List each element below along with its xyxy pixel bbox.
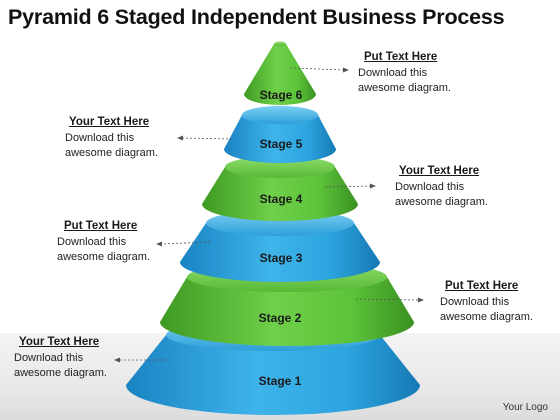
stage-6-label: Stage 6	[260, 88, 303, 102]
callout-heading: Put Text Here	[64, 220, 138, 232]
callout-text-line-2: awesome diagram.	[440, 311, 533, 323]
connector-stage-5	[180, 137, 233, 140]
callout-stage-2: Put Text Here Download this awesome diag…	[440, 279, 560, 325]
stage-4-segment: Stage 4	[202, 156, 358, 221]
callout-text-line-1: Download this	[57, 236, 127, 248]
logo-placeholder: Your Logo	[502, 402, 548, 413]
stage-5-label: Stage 5	[260, 137, 303, 151]
callout-heading: Put Text Here	[364, 51, 438, 63]
stage-6-segment: Stage 6	[244, 41, 316, 105]
connector-stage-3	[159, 241, 211, 245]
callout-stage-1: Your Text Here Download this awesome dia…	[14, 335, 184, 381]
connector-stage-2	[355, 298, 421, 301]
callout-text-line-2: awesome diagram.	[57, 251, 150, 263]
callout-stage-6: Put Text Here Download this awesome diag…	[358, 50, 528, 96]
callout-heading: Your Text Here	[69, 116, 150, 128]
stage-3-label: Stage 3	[260, 251, 303, 265]
page-title: Pyramid 6 Staged Independent Business Pr…	[8, 5, 505, 29]
callout-text-line-2: awesome diagram.	[358, 82, 451, 94]
arrowhead-stage-1	[114, 357, 120, 363]
stage-4-label: Stage 4	[260, 192, 303, 206]
callout-stage-5: Your Text Here Download this awesome dia…	[65, 115, 235, 161]
stage-2-label: Stage 2	[259, 311, 302, 325]
callout-heading: Put Text Here	[445, 280, 519, 292]
callout-text-line-2: awesome diagram.	[14, 367, 107, 379]
callout-heading: Your Text Here	[399, 165, 480, 177]
arrowhead-stage-6	[343, 67, 349, 73]
callout-text-line-1: Download this	[395, 181, 465, 193]
callout-stage-4: Your Text Here Download this awesome dia…	[395, 164, 560, 210]
stage-5-segment: Stage 5	[224, 106, 336, 163]
callout-text-line-1: Download this	[65, 132, 135, 144]
arrowhead-stage-4	[370, 183, 376, 189]
stage-1-label: Stage 1	[259, 374, 302, 388]
callout-text-line-2: awesome diagram.	[395, 196, 488, 208]
arrowhead-stage-5	[177, 135, 183, 141]
callout-stage-3: Put Text Here Download this awesome diag…	[57, 219, 227, 265]
callout-text-line-2: awesome diagram.	[65, 147, 158, 159]
callout-heading: Your Text Here	[19, 336, 100, 348]
callout-text-line-1: Download this	[14, 352, 84, 364]
arrowhead-stage-3	[156, 241, 162, 247]
connector-stage-6	[289, 67, 346, 71]
callout-text-line-1: Download this	[440, 296, 510, 308]
arrowhead-stage-2	[418, 297, 424, 303]
callout-text-line-1: Download this	[358, 67, 428, 79]
